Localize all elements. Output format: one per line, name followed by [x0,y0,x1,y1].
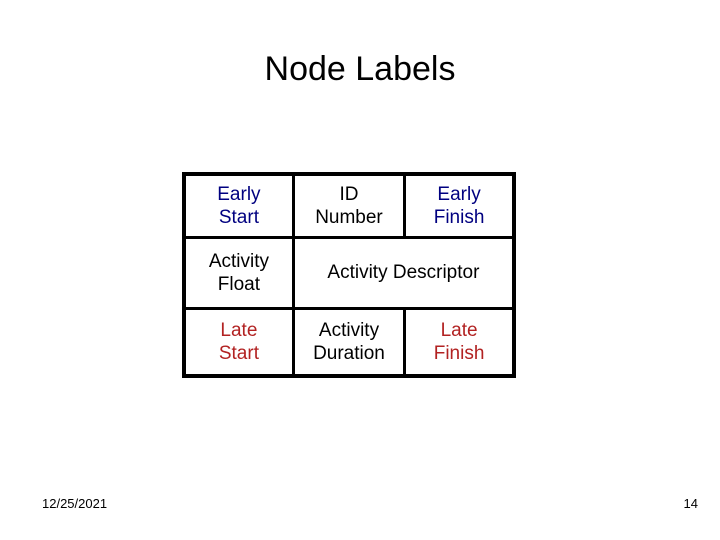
cell-late-finish: Late Finish [403,307,516,378]
cell-late-start: Late Start [182,307,295,378]
cell-activity-duration: Activity Duration [291,307,407,378]
page-title: Node Labels [264,50,456,88]
table-row: Early Start ID Number Early Finish [182,172,516,239]
footer-page-number: 14 [683,496,698,511]
footer-date: 12/25/2021 [42,496,108,511]
cell-activity-float: Activity Float [182,235,295,311]
cell-early-finish: Early Finish [403,172,516,239]
cell-id-number: ID Number [291,172,407,239]
node-label-table: Early Start ID Number Early Finish Activ… [182,172,516,378]
table-row: Activity Float Activity Descriptor [182,235,516,311]
cell-early-start: Early Start [182,172,295,239]
cell-activity-descriptor: Activity Descriptor [291,235,516,311]
table-row: Late Start Activity Duration Late Finish [182,307,516,378]
